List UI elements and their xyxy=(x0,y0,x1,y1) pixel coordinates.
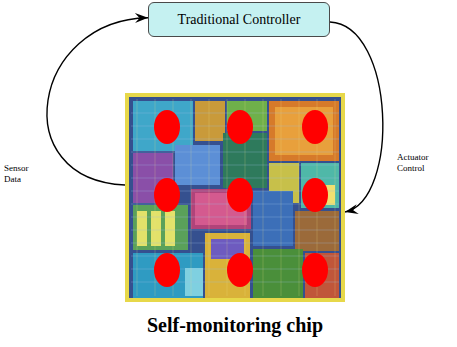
sensor-dot xyxy=(227,253,253,287)
die-trace xyxy=(131,243,339,244)
die-trace xyxy=(131,152,339,153)
box-label: Traditional Controller xyxy=(178,12,301,28)
die-trace xyxy=(191,99,192,296)
sensor-dot xyxy=(302,253,328,287)
die-block xyxy=(165,211,175,246)
chip-node: Self-monitoring chip xyxy=(125,93,345,302)
arrowhead xyxy=(345,204,359,214)
die-trace xyxy=(281,99,282,296)
controller-box: Traditional Controller xyxy=(148,2,330,37)
chip-caption: Self-monitoring chip xyxy=(125,314,345,337)
edge-label: Actuator Control xyxy=(397,152,443,174)
die-trace xyxy=(263,99,264,296)
die-trace xyxy=(209,99,210,296)
arrowhead xyxy=(135,13,148,23)
die-block xyxy=(253,249,303,298)
sensor-dot xyxy=(302,110,328,144)
die-trace xyxy=(131,178,339,179)
die-block xyxy=(133,253,203,298)
sensor-dot xyxy=(154,253,180,287)
die-trace xyxy=(131,165,339,166)
die-block xyxy=(151,211,161,246)
sensor-dot xyxy=(227,110,253,144)
die-trace xyxy=(299,99,300,296)
sensor-dot xyxy=(227,178,253,212)
die-trace xyxy=(131,230,339,231)
chip-die-photo xyxy=(125,93,345,302)
die-block xyxy=(129,97,341,298)
die-trace xyxy=(335,99,336,296)
die-block xyxy=(275,107,333,155)
die-trace xyxy=(137,99,138,296)
sensor-dot xyxy=(302,178,328,212)
die-block xyxy=(253,191,293,246)
edge-label: Sensor Data xyxy=(4,163,38,185)
die-block xyxy=(125,93,345,302)
die-block xyxy=(137,211,147,246)
sensor-dot xyxy=(154,178,180,212)
sensor-dot xyxy=(154,110,180,144)
die-block xyxy=(195,101,225,141)
die-trace xyxy=(131,217,339,218)
